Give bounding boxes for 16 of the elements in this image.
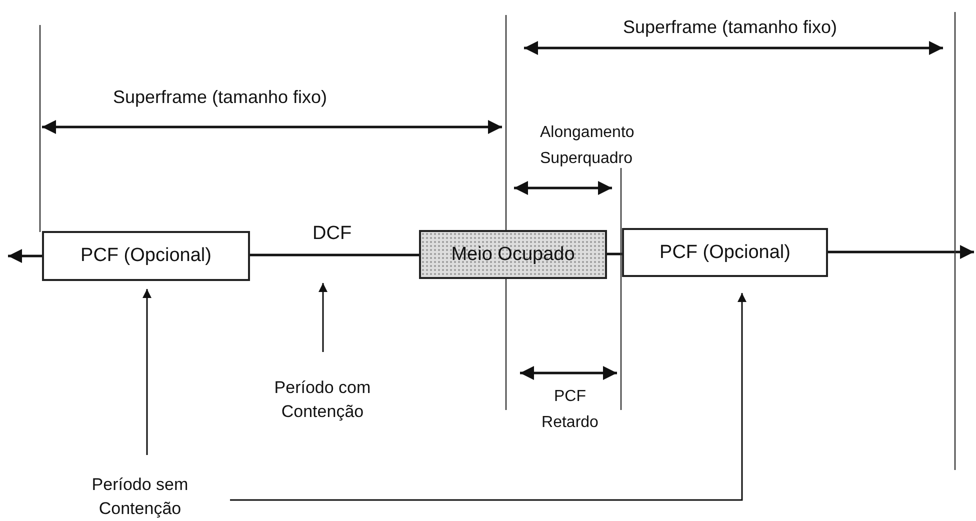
annotation-text: Período sem Contenção: [90, 474, 190, 520]
process-box: PCF (Opcional): [622, 228, 828, 277]
busy-medium-box: Meio Ocupado: [419, 230, 607, 279]
dimension-label: Superframe (tamanho fixo): [112, 86, 328, 109]
arrow: [828, 245, 974, 259]
dimension-label: Superframe (tamanho fixo): [622, 16, 838, 39]
arrow: [8, 249, 42, 263]
annotation-text: Período com Contenção: [273, 377, 372, 423]
arrow: [230, 293, 746, 501]
connector-line: [250, 254, 419, 256]
arrow: [142, 289, 152, 455]
dimension-label: PCF Retardo: [540, 387, 600, 433]
dimension-label: Alongamento Superquadro: [540, 123, 636, 169]
arrow: [318, 283, 328, 352]
connector-line: [607, 252, 622, 256]
process-box: PCF (Opcional): [42, 231, 250, 281]
